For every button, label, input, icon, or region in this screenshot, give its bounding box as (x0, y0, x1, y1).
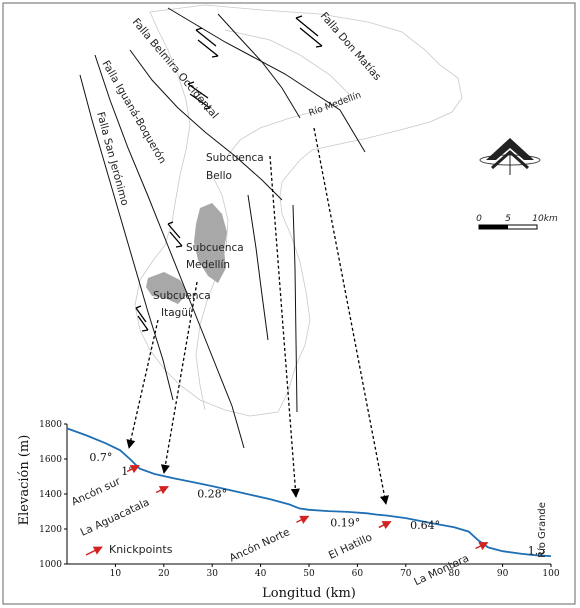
fault-line-san-jeronimo (79, 74, 174, 401)
legend-knickpoint-icon (85, 546, 103, 556)
longitudinal-profile-chart: 10 20 30 40 50 60 70 80 90 100 1000 1200 1400 1600 180… (17, 420, 560, 601)
slope-annotation: 0.19° (330, 516, 360, 529)
profile-line (66, 427, 552, 557)
x-tick-label: 70 (400, 569, 412, 579)
x-tick-label: 20 (158, 569, 170, 579)
subbasin-itagui-area (146, 272, 188, 304)
connector-arrow (160, 281, 198, 474)
subbasin-label: Subcuenca (186, 242, 244, 254)
chart-ticks: 10 20 30 40 50 60 70 80 90 100 1000 1200 1400 1600 180… (39, 420, 560, 579)
knickpoint-arrow-icon (296, 515, 310, 524)
fault-label-don-matias: Falla Don Matías (318, 10, 384, 83)
subbasin-label: Itagüí (161, 307, 192, 319)
fault-line-central-2 (292, 204, 298, 413)
river-label: Río Medellín (308, 91, 363, 119)
y-tick-label: 1000 (39, 560, 62, 570)
x-tick-label: 60 (352, 569, 364, 579)
y-tick-label: 1400 (39, 490, 62, 500)
fault-label-san-jeronimo: Falla San Jerónimo (94, 111, 131, 207)
x-tick-label: 40 (255, 569, 267, 579)
subbasin-label: Subcuenca (153, 290, 211, 302)
strike-slip-symbols (135, 15, 323, 332)
x-tick-label: 30 (206, 569, 218, 579)
fault-line-iguana (94, 54, 245, 449)
x-tick-label: 50 (303, 569, 315, 579)
slope-annotation: 0.28° (197, 488, 227, 501)
connector-arrow (313, 127, 389, 505)
map: 0 5 10km Falla Don Matías Falla Belmira … (79, 4, 558, 449)
knickpoint-label: La Montera (412, 552, 471, 588)
scale-label: 10km (532, 214, 558, 224)
scale-label: 0 (476, 214, 482, 224)
y-tick-label: 1800 (39, 420, 62, 430)
knickpoint-label: La Aguacatala (79, 496, 152, 538)
fault-line-don-matias (167, 7, 366, 153)
north-arrow-icon (479, 138, 541, 175)
x-axis-label: Longitud (km) (262, 586, 356, 601)
slope-annotation: 0.7° (89, 451, 112, 464)
knickpoint-label: El Hatillo (327, 531, 374, 562)
knickpoint-arrow-icon (378, 520, 392, 530)
knickpoint-label: Ancón sur (70, 475, 123, 508)
slope-annotation: 0.64° (410, 519, 440, 532)
x-tick-label: 100 (542, 569, 559, 579)
knickpoint-label: Ancón Norte (228, 526, 292, 564)
y-tick-label: 1200 (39, 525, 62, 535)
watershed-inner-outline (224, 29, 351, 156)
knickpoint-arrow-icon (475, 541, 489, 551)
connector-arrow (269, 155, 300, 498)
river-medellin-course (195, 174, 229, 411)
river-grande-label: Río Grande (536, 502, 548, 558)
slope-annotation: 1.5 (528, 544, 546, 557)
x-tick-label: 90 (497, 569, 509, 579)
connector-arrow (126, 319, 159, 449)
connector-arrows (126, 127, 389, 505)
knickpoint-arrow-icon (155, 485, 169, 495)
subbasin-label: Medellín (186, 259, 230, 271)
chart-series (66, 427, 552, 557)
watershed-outline (134, 4, 463, 417)
y-axis-label: Elevación (m) (17, 435, 32, 526)
fault-line-central-1 (247, 194, 269, 341)
knickpoint-arrow-icon (126, 464, 140, 474)
x-tick-label: 10 (110, 569, 122, 579)
y-tick-label: 1600 (39, 455, 62, 465)
subbasin-label: Bello (206, 170, 232, 182)
fault-line-belmira (129, 49, 283, 201)
scale-bar: 0 5 10km (476, 214, 558, 230)
scale-label: 5 (505, 214, 511, 224)
chart-annotations: 0.7°1°0.28°0.19°0.64°1.5 (89, 451, 545, 558)
fault-line-don-matias-splay (217, 13, 301, 119)
subbasin-medellin-area (194, 203, 227, 283)
legend: Knickpoints (85, 543, 173, 556)
legend-label: Knickpoints (109, 543, 173, 556)
x-tick-label: 80 (448, 569, 460, 579)
subbasin-label: Subcuenca (206, 152, 264, 164)
